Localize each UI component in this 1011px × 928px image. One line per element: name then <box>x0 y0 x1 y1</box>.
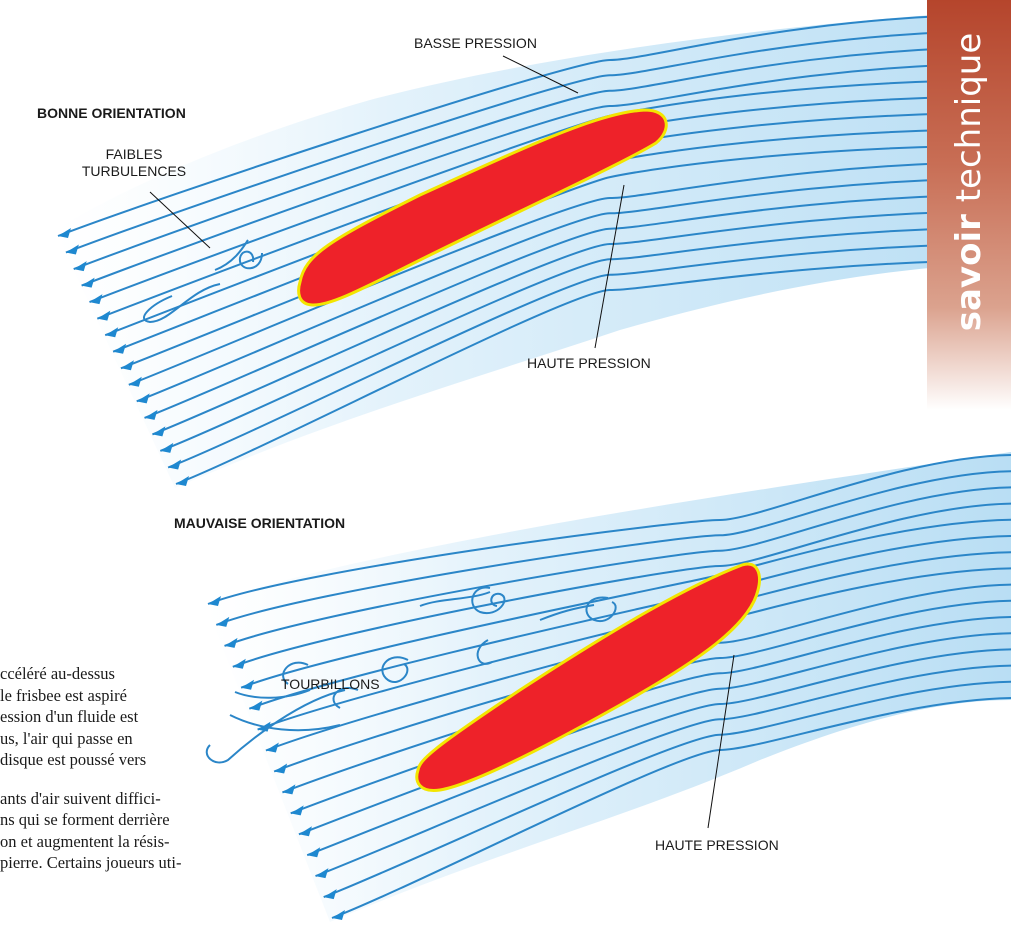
low-pressure-label: BASSE PRESSION <box>414 35 537 52</box>
high-pressure-label-bottom: HAUTE PRESSION <box>655 837 779 854</box>
body-line: ns qui se forment derrière <box>0 809 300 831</box>
body-line: ccéléré au-dessus <box>0 663 300 685</box>
body-line: ants d'air suivent diffici- <box>0 788 300 810</box>
article-body-text: ccéléré au-dessus le frisbee est aspiré … <box>0 663 300 874</box>
good-orientation-title: BONNE ORIENTATION <box>37 105 186 122</box>
tab-word-technique: technique <box>949 33 989 203</box>
turbulence-label: FAIBLES TURBULENCES <box>76 146 192 180</box>
section-tab-title: savoir technique <box>949 33 989 332</box>
high-pressure-label-top: HAUTE PRESSION <box>527 355 651 372</box>
body-line: disque est poussé vers <box>0 749 300 771</box>
turbulence-label-line-1: FAIBLES <box>76 146 192 163</box>
bad-orientation-title: MAUVAISE ORIENTATION <box>174 515 345 532</box>
good-orientation-diagram <box>55 10 1011 488</box>
body-line: ession d'un fluide est <box>0 706 300 728</box>
body-line: on et augmentent la résis- <box>0 831 300 853</box>
body-line: le frisbee est aspiré <box>0 685 300 707</box>
turbulence-label-line-2: TURBULENCES <box>76 163 192 180</box>
tab-word-savoir: savoir <box>949 214 989 331</box>
body-line: us, l'air qui passe en <box>0 728 300 750</box>
body-line: pierre. Certains joueurs uti- <box>0 852 300 874</box>
